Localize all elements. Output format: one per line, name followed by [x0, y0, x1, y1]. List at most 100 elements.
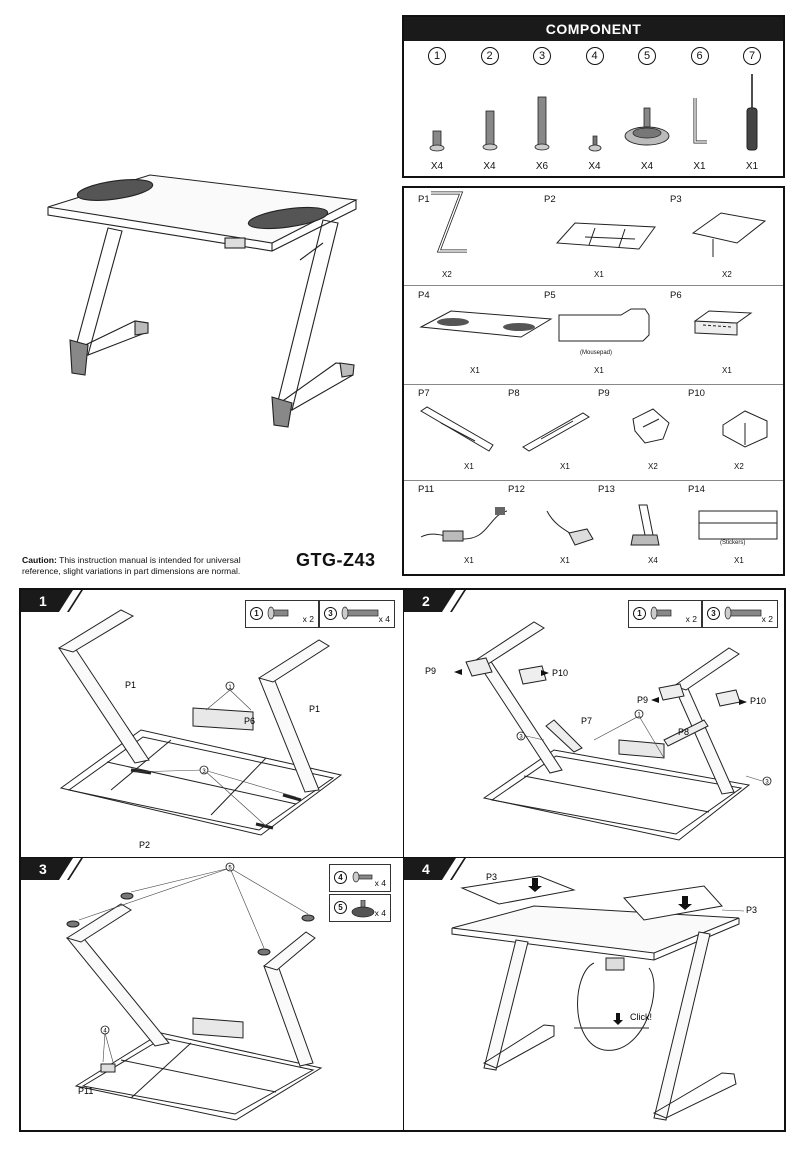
step-3-callout-5: 5 [228, 866, 232, 872]
step-3-drawing: 5 4 P11 [65, 862, 323, 1121]
component-quantity: X6 [535, 161, 549, 172]
part-quantity: X1 [560, 556, 570, 565]
hardware-kit-item: 3 x 4 [319, 600, 395, 628]
hardware-kit-item: 3 x 2 [702, 600, 778, 628]
component-number-circle: 6 [690, 47, 709, 65]
hardware-icon [674, 94, 726, 154]
component-quantity: X4 [483, 161, 496, 172]
hardware-icon [411, 128, 463, 154]
hardware-kit-quantity: x 4 [374, 908, 386, 918]
part-id: P2 [544, 194, 556, 205]
part-quantity: X1 [464, 556, 474, 565]
hardware-icon [516, 94, 568, 154]
component-quantity: X4 [640, 161, 654, 172]
part-quantity: X2 [722, 270, 732, 279]
part-id: P7 [418, 388, 430, 399]
step-2-label-p10-right: P10 [750, 696, 766, 706]
step-3-label-p11: P11 [78, 1086, 93, 1096]
part-id: P11 [418, 484, 435, 495]
hardware-kit-number: 3 [324, 607, 337, 620]
component-number: 5 [643, 50, 651, 62]
step-4-label-p3-left: P3 [486, 872, 497, 882]
step-1-label-p6: P6 [244, 716, 255, 726]
step-1-badge: 1 [21, 590, 83, 612]
step-1-number: 1 [39, 593, 47, 609]
component-number-circle: 3 [533, 47, 551, 65]
hardware-kit-number: 5 [334, 901, 347, 914]
assembly-steps: 1 1 3 [19, 588, 786, 1132]
hardware-kit-icon [649, 606, 673, 622]
hardware-kit-number: 1 [633, 607, 646, 620]
component-quantity: X1 [745, 161, 759, 172]
part-note: (Mousepad) [580, 350, 613, 356]
part-icon [419, 310, 553, 338]
part-id: P1 [418, 194, 430, 205]
part-icon [693, 310, 753, 336]
step-2-label-p9-right: P9 [637, 695, 648, 705]
step-1-drawing: 1 3 P1 P1 P2 P6 [57, 609, 343, 850]
step-3-badge: 3 [21, 858, 83, 880]
step-2-label-p9-left: P9 [425, 666, 436, 676]
hardware-kit-icon [266, 606, 290, 622]
step-2-label-p7: P7 [581, 716, 592, 726]
hardware-kit-icon [350, 899, 376, 922]
part-icon [555, 222, 656, 250]
part-icon [558, 308, 650, 342]
step-1-callout-1: 1 [228, 685, 232, 691]
step-2-number: 2 [422, 593, 430, 609]
part-quantity: X1 [734, 556, 744, 565]
step-1-label-p1-left: P1 [125, 680, 136, 690]
component-number: 2 [486, 50, 493, 62]
hardware-icon [726, 72, 778, 154]
steps-divider-horizontal [21, 857, 784, 858]
part-id: P6 [670, 290, 682, 301]
part-quantity: X1 [722, 366, 732, 375]
step-1-callout-3: 3 [202, 769, 206, 775]
part-icon [546, 510, 594, 546]
part-icon [420, 406, 494, 452]
hardware-icon [464, 108, 516, 154]
step-3-hardware: 4 x 4 5 x 4 [329, 864, 391, 924]
step-4-panel: 4 P3 P3 Click! [404, 858, 786, 1132]
step-4-badge: 4 [404, 858, 466, 880]
step-4-drawing: P3 P3 Click! [451, 872, 757, 1121]
part-id: P12 [508, 484, 525, 495]
hardware-kit-quantity: x 4 [374, 878, 386, 888]
hardware-kit-icon [350, 870, 374, 886]
hardware-icon [621, 106, 673, 154]
parts-divider [404, 285, 783, 286]
hardware-kit-number: 4 [334, 871, 347, 884]
step-3-panel: 3 5 4 [21, 858, 403, 1132]
step-2-callout-3-right: 3 [765, 780, 769, 786]
part-icon [691, 212, 767, 257]
caution-text: This instruction manual is intended for … [22, 555, 241, 576]
part-id: P5 [544, 290, 556, 301]
part-id: P13 [598, 484, 615, 495]
part-quantity: X4 [648, 556, 658, 565]
step-4-click-label: Click! [630, 1012, 652, 1022]
desk-illustration [47, 174, 358, 428]
hardware-icon [569, 134, 621, 154]
component-number: 3 [538, 50, 546, 62]
part-quantity: X1 [594, 366, 604, 375]
caution-note: Caution: This instruction manual is inte… [22, 555, 262, 577]
hardware-kit-number: 3 [707, 607, 720, 620]
step-4-number: 4 [422, 861, 430, 877]
hardware-kit-quantity: x 2 [761, 614, 773, 624]
part-id: P4 [418, 290, 430, 301]
hardware-kit-quantity: x 4 [378, 614, 390, 624]
component-number-circle: 4 [585, 47, 604, 65]
step-1-label-p2: P2 [139, 840, 150, 850]
part-icon [420, 507, 508, 542]
part-note: (Stickers) [720, 540, 746, 546]
hardware-kit-quantity: x 2 [302, 614, 314, 624]
component-number-circle: 7 [743, 47, 761, 65]
